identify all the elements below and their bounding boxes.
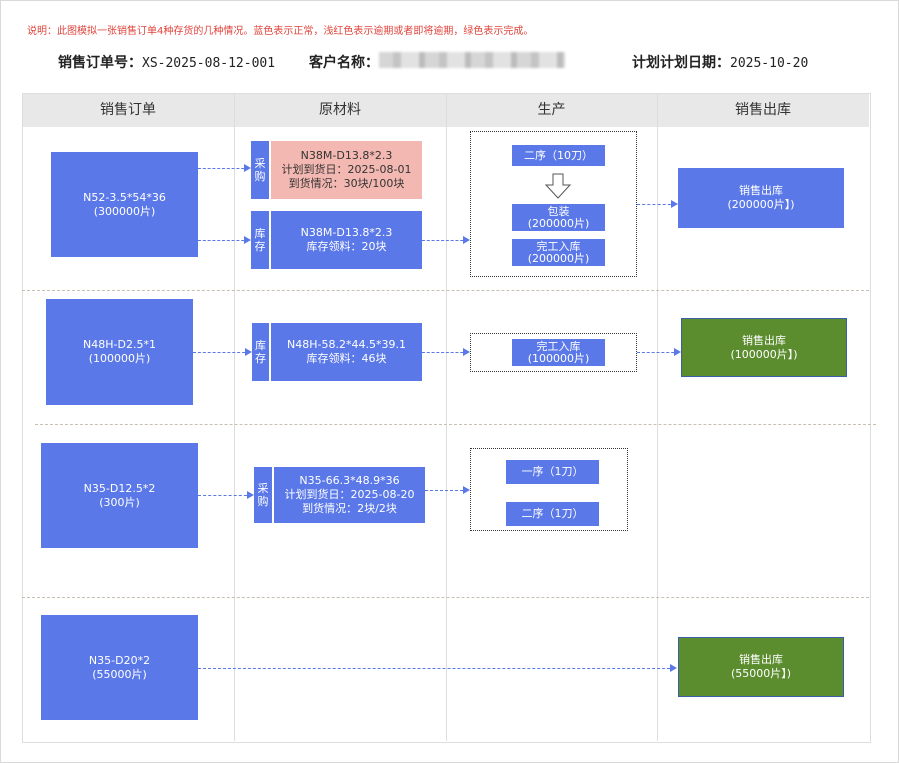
order-number-value: XS-2025-08-12-001 xyxy=(142,56,276,71)
process-step-label: 二序（1刀） xyxy=(521,507,584,520)
finished-stock-box[interactable]: 完工入库 (200000片) xyxy=(512,239,605,266)
outbound-label: 销售出库 xyxy=(739,184,783,197)
finished-label: 完工入库 xyxy=(536,239,581,253)
planned-arrival: 计划到货日：2025-08-20 xyxy=(284,488,415,501)
flow-arrow xyxy=(422,236,470,244)
col-header-sales-order: 销售订单 xyxy=(100,102,156,118)
row-separator xyxy=(22,290,869,291)
flow-arrow xyxy=(637,200,678,208)
flow-arrow xyxy=(198,664,677,672)
customer-name-redacted xyxy=(379,52,565,68)
down-arrow-icon xyxy=(544,173,572,199)
table-header xyxy=(22,93,869,127)
sales-order-box[interactable]: N52-3.5*54*36 (300000片) xyxy=(51,152,198,257)
col-header-materials: 原材料 xyxy=(319,102,361,118)
order-code: N48H-D2.5*1 xyxy=(83,338,156,351)
planned-arrival: 计划到货日：2025-08-01 xyxy=(281,163,412,176)
packing-qty: (200000片) xyxy=(527,216,590,230)
finished-label: 完工入库 xyxy=(536,339,581,353)
outbound-qty: (55000片】) xyxy=(730,667,792,680)
stock-pick: 库存领料：20块 xyxy=(306,240,387,253)
plan-date-label: 计划计划日期： xyxy=(632,55,730,71)
flow-arrow xyxy=(422,348,470,356)
flow-arrow xyxy=(425,486,470,494)
stock-tag: 库存 xyxy=(252,323,270,381)
packing-box[interactable]: 包装 (200000片) xyxy=(512,204,605,231)
sales-order-box[interactable]: N35-D20*2 (55000片) xyxy=(41,615,198,720)
flow-arrow xyxy=(198,236,251,244)
order-qty: (55000片) xyxy=(92,667,147,681)
process-step-box[interactable]: 一序（1刀） xyxy=(506,460,599,484)
order-qty: (300000片) xyxy=(93,204,156,218)
col-header-outbound: 销售出库 xyxy=(735,102,791,118)
col-header-production: 生产 xyxy=(537,102,566,118)
order-number-field: 销售订单号：XS-2025-08-12-001 xyxy=(58,52,275,72)
order-number-label: 销售订单号： xyxy=(58,55,142,71)
order-qty: (100000片) xyxy=(88,352,151,365)
outbound-qty: (100000片】) xyxy=(730,347,798,361)
legend-note: 说明：此图模拟一张销售订单4种存货的几种情况。蓝色表示正常，浅红色表示逾期或者即… xyxy=(27,26,534,37)
outbound-label: 销售出库 xyxy=(739,653,783,666)
column-divider xyxy=(657,93,658,741)
material-code: N38M-D13.8*2.3 xyxy=(300,149,393,162)
order-code: N35-D20*2 xyxy=(88,653,151,667)
sales-order-box[interactable]: N35-D12.5*2 (300片) xyxy=(41,443,198,548)
order-code: N52-3.5*54*36 xyxy=(83,190,166,204)
outbound-qty: (200000片】) xyxy=(727,198,795,211)
customer-field: 客户名称： xyxy=(309,52,379,72)
plan-date-field: 计划计划日期：2025-10-20 xyxy=(632,52,808,72)
material-box[interactable]: N35-66.3*48.9*36 计划到货日：2025-08-20 到货情况：2… xyxy=(274,467,425,523)
row-separator xyxy=(35,424,876,425)
finished-qty: (100000片) xyxy=(527,351,590,365)
process-step-box[interactable]: 二序（1刀） xyxy=(506,502,599,526)
arrival-status: 到货情况：30块/100块 xyxy=(288,177,405,190)
production-group xyxy=(470,131,637,277)
flow-arrow xyxy=(637,348,681,356)
flow-arrow xyxy=(198,164,251,172)
material-code: N35-66.3*48.9*36 xyxy=(299,474,400,487)
material-code: N38M-D13.8*2.3 xyxy=(300,226,393,239)
flow-arrow xyxy=(193,348,252,356)
row-separator xyxy=(22,597,869,598)
process-step-label: 二序（10刀） xyxy=(524,148,593,162)
material-box[interactable]: N48H-58.2*44.5*39.1 库存领料：46块 xyxy=(271,323,422,381)
purchase-tag: 采购 xyxy=(254,467,273,523)
outbound-box-done[interactable]: 销售出库 (100000片】) xyxy=(681,318,847,377)
customer-label: 客户名称： xyxy=(309,55,379,71)
purchase-tag: 采购 xyxy=(251,141,270,199)
finished-stock-box[interactable]: 完工入库 (100000片) xyxy=(512,339,605,366)
production-group xyxy=(470,448,628,531)
production-group xyxy=(470,333,637,372)
stock-pick: 库存领料：46块 xyxy=(306,352,387,365)
column-divider xyxy=(234,93,235,741)
outbound-box-done[interactable]: 销售出库 (55000片】) xyxy=(678,637,844,697)
process-step-box[interactable]: 二序（10刀） xyxy=(512,145,605,166)
order-code: N35-D12.5*2 xyxy=(83,481,156,495)
finished-qty: (200000片) xyxy=(527,251,590,265)
order-qty: (300片) xyxy=(99,495,140,509)
sales-order-box[interactable]: N48H-D2.5*1 (100000片) xyxy=(46,299,193,405)
packing-label: 包装 xyxy=(547,204,570,218)
column-divider xyxy=(446,93,447,741)
plan-date-value: 2025-10-20 xyxy=(730,56,809,71)
stock-tag: 库存 xyxy=(251,211,270,269)
material-box[interactable]: N38M-D13.8*2.3 库存领料：20块 xyxy=(271,211,422,269)
material-code: N48H-58.2*44.5*39.1 xyxy=(287,338,406,351)
outbound-label: 销售出库 xyxy=(742,333,786,347)
material-box-overdue[interactable]: N38M-D13.8*2.3 计划到货日：2025-08-01 到货情况：30块… xyxy=(271,141,422,199)
flow-arrow xyxy=(198,491,254,499)
arrival-status: 到货情况：2块/2块 xyxy=(302,502,397,515)
outbound-box[interactable]: 销售出库 (200000片】) xyxy=(678,168,844,228)
process-step-label: 一序（1刀） xyxy=(521,465,584,478)
